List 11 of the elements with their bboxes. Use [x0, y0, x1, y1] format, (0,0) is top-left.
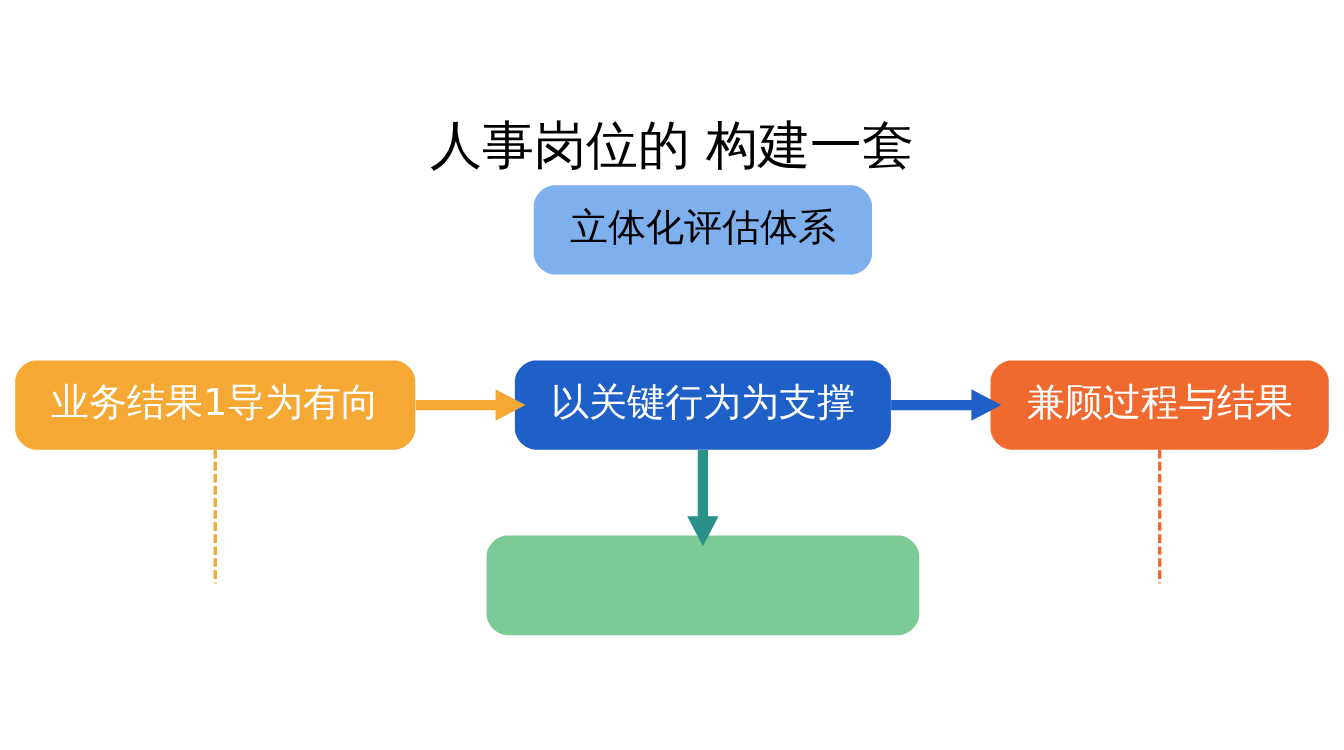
arrow — [415, 389, 526, 421]
node-box: 以关键行为为支撑 — [514, 360, 891, 450]
node-box: 立体化评估体系 — [533, 185, 873, 275]
node-box: 业务结果1导为有向 — [15, 360, 416, 450]
node-box: 兼顾过程与结果 — [990, 360, 1329, 450]
connector — [1157, 450, 1162, 584]
arrow — [687, 450, 719, 547]
arrow — [891, 389, 1002, 421]
node-box — [486, 535, 920, 636]
diagram-title: 人事岗位的 构建一套 — [429, 114, 915, 175]
connector — [213, 450, 217, 584]
